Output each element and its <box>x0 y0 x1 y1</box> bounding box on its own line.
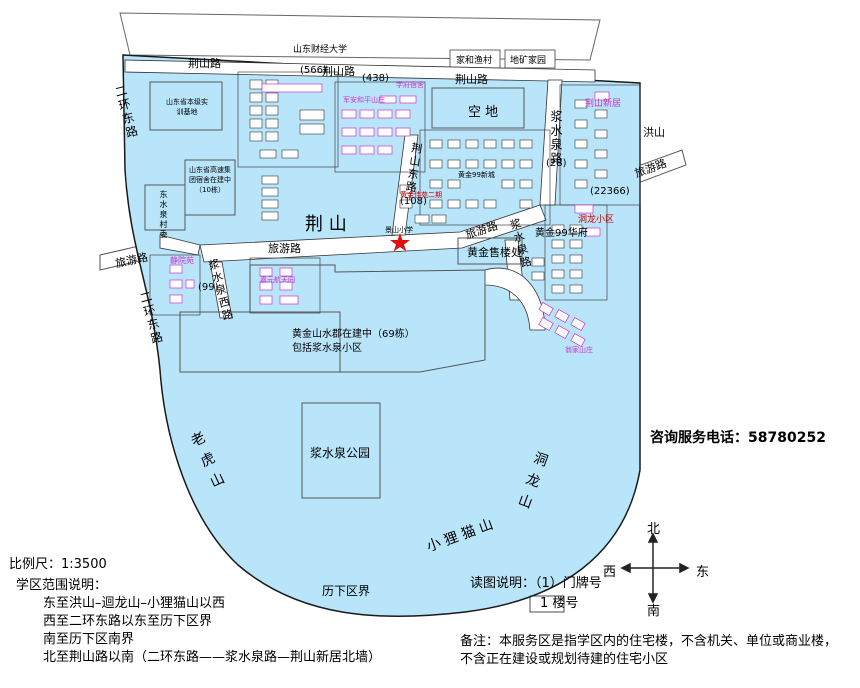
road-lvyou-mid: 旅游路 <box>268 242 301 255</box>
road-jingshan-2: 荆山路 <box>322 65 355 78</box>
road-number-99: (99) <box>198 282 219 293</box>
legend-building-icon <box>529 595 565 613</box>
area-xinan: 军安和平山庄 <box>343 96 385 104</box>
scale-label: 比例尺：1:3500 <box>9 557 107 572</box>
district-area <box>122 54 641 618</box>
legend-title: 读图说明：（1）门牌号 <box>470 576 602 591</box>
area-huangjin99: 黄金99华府 <box>535 228 588 239</box>
area-donglong-quarter: 洞龙小区 <box>578 215 615 225</box>
scope-line-1: 东至洪山–迴龙山–小狸猫山以西 <box>43 596 226 611</box>
road-number-566: (566) <box>300 65 327 76</box>
road-number-22366: (22366) <box>590 186 630 197</box>
legend-item: 1 楼号 <box>540 596 579 611</box>
label-university: 山东财经大学 <box>293 45 348 55</box>
scope-line-2: 西至二环东路以东至历下区界 <box>43 614 213 629</box>
compass-north: 北 <box>647 522 661 537</box>
area-jingshan-new: 荆山新居 <box>585 99 622 109</box>
area-mountain-water: 黄金山水郡在建中（69栋） <box>292 329 415 340</box>
road-jingshan-3: 荆山路 <box>455 73 488 86</box>
scope-title: 学区范围说明： <box>16 578 108 593</box>
area-sales-office: 黄金售楼处 <box>467 246 522 259</box>
label-fisher-village: 家和渔村 <box>456 56 493 66</box>
area-jingyi: 静院苑 <box>170 256 194 265</box>
area-jingshan: 荆 山 <box>305 214 347 235</box>
consult-phone: 咨询服务电话：58780252 <box>650 430 826 446</box>
area-gold-city: 黄金99新城 <box>458 171 495 179</box>
label-mine-home: 地矿家园 <box>510 56 547 66</box>
road-number-108: (108) <box>400 196 427 207</box>
compass-south: 南 <box>647 604 661 619</box>
area-xuehua: 学府宿舍 <box>396 81 424 89</box>
note-line-1: 备注：本服务区是指学区内的住宅楼，不含机关、单位或商业楼， <box>460 634 838 649</box>
note-line-2: 不含正在建设或规划待建的住宅小区 <box>460 652 669 667</box>
area-school: 景山小学 <box>385 226 413 234</box>
label-lixia-boundary: 历下区界 <box>322 584 371 598</box>
area-training-base: 山东省本级实训基地 <box>166 98 208 116</box>
label-hongshan: 洪山 <box>643 126 665 139</box>
area-dongshui-village: 东水泉村委 <box>159 190 168 240</box>
area-mountain-water-2: 包括浆水泉小区 <box>292 343 362 354</box>
area-hitech-dorm: 山东省高速集团宿舍在建中（10栋） <box>189 166 231 194</box>
road-jingshan-1: 荆山路 <box>188 57 221 70</box>
road-number-438: (438) <box>362 73 389 84</box>
scope-line-4: 北至荆山路以南（二环东路——浆水泉路—荆山新居北墙） <box>43 650 382 665</box>
school-star-icon <box>390 233 410 252</box>
compass-icon <box>620 532 690 604</box>
area-empty-lot: 空 地 <box>468 105 499 120</box>
area-park: 浆水泉公园 <box>310 446 371 460</box>
area-golden-line: 黄金佳苑二期 <box>400 191 442 199</box>
road-number-28: (28) <box>546 158 567 169</box>
area-jiayuan: 嘉元航天园 <box>260 276 295 284</box>
compass-east: 东 <box>696 565 710 580</box>
scope-line-3: 南至历下区南界 <box>43 632 135 647</box>
road-jiangshuiquan-east: 浆水泉路 <box>549 110 563 166</box>
area-yangjia: 翁家山庄 <box>565 346 593 354</box>
compass-west: 西 <box>603 565 617 580</box>
